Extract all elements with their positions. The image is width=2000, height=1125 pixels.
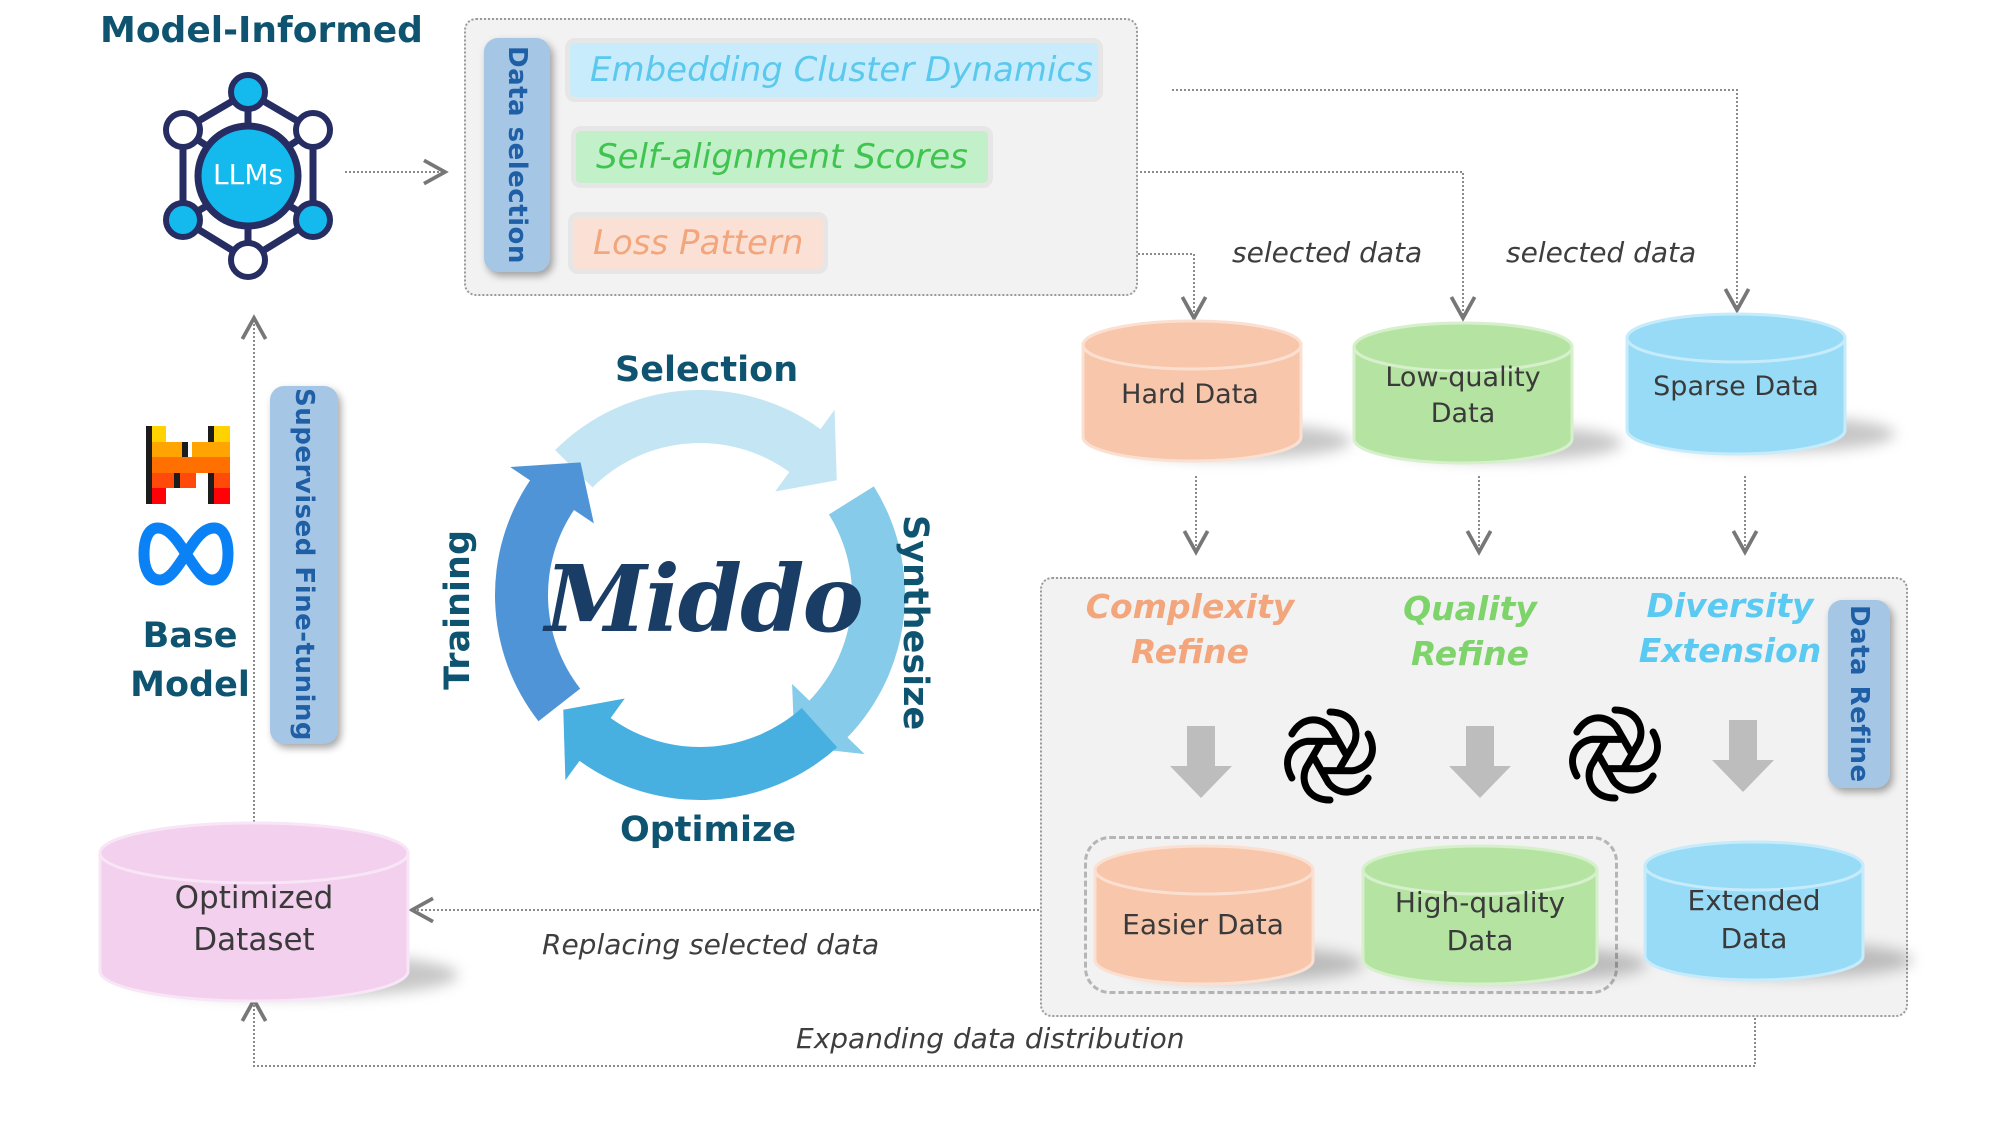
criterion-loss-pattern: Loss Pattern [568, 212, 828, 274]
mistral-logo-icon [146, 426, 230, 504]
cylinder-high-quality-data [1361, 844, 1647, 986]
cycle-stage-optimize: Optimize [620, 810, 797, 850]
selected-data-note-1: selected data [1232, 236, 1423, 269]
easier-data-label: Easier Data [1122, 908, 1284, 942]
high-quality-data-label: High-quality Data [1394, 886, 1566, 957]
data-refine-tab: Data Refine [1828, 600, 1890, 788]
llm-label: LLMs [213, 158, 283, 191]
complexity-refine-title: Complexity Refine [1085, 587, 1295, 671]
extended-data-label: Extended Data [1687, 884, 1821, 955]
cycle-arrow-optimize [563, 698, 838, 800]
cylinder-easier-data [1093, 844, 1363, 986]
llm-network-icon [163, 72, 333, 280]
model-informed-title: Model-Informed [100, 10, 423, 51]
cycle-stage-selection: Selection [615, 350, 799, 390]
optimized-dataset-label: Optimized Dataset [174, 880, 334, 958]
arrow-alignment-to-lowquality [1036, 171, 1477, 322]
arrow-embedding-to-sparse [1172, 89, 1751, 314]
base-model-label: Base Model [130, 616, 250, 705]
openai-logo-icon [1284, 708, 1376, 804]
middo-cycle [495, 390, 905, 800]
down-arrow-complexity [1170, 726, 1232, 798]
selected-data-note-2: selected data [1506, 236, 1697, 269]
openai-logo-icon [1569, 706, 1661, 802]
cylinder-optimized-dataset [98, 821, 458, 1003]
meta-logo-icon [138, 522, 234, 586]
data-refine-label: Data Refine [1844, 605, 1874, 783]
data-selection-label: Data selection [502, 46, 532, 264]
cycle-stage-synthesize: Synthesize [895, 515, 935, 731]
cylinder-low-quality-data [1352, 321, 1622, 465]
refined-group-outline [1084, 836, 1618, 994]
cylinder-hard-data [1081, 319, 1351, 463]
cycle-arrow-training [495, 462, 594, 722]
expanding-note: Expanding data distribution [796, 1022, 1185, 1055]
sft-label: Supervised Fine-tuning [289, 388, 319, 742]
sft-tab: Supervised Fine-tuning [270, 386, 338, 744]
hard-data-label: Hard Data [1121, 378, 1259, 410]
middo-center-logo: Middo [545, 545, 864, 653]
cylinder-extended-data [1643, 840, 1913, 982]
cylinder-sparse-data [1625, 312, 1895, 456]
cycle-arrow-selection [555, 390, 837, 492]
sparse-data-label: Sparse Data [1653, 370, 1819, 402]
replacing-note: Replacing selected data [542, 928, 880, 961]
data-selection-tab: Data selection [484, 38, 550, 272]
diversity-extension-title: Diversity Extension [1638, 586, 1822, 670]
cycle-arrow-synthesize [792, 486, 905, 755]
quality-refine-title: Quality Refine [1403, 589, 1537, 673]
down-arrow-diversity [1712, 720, 1774, 792]
criterion-self-alignment: Self-alignment Scores [571, 126, 993, 188]
criterion-embedding-cluster: Embedding Cluster Dynamics [565, 38, 1103, 102]
low-quality-data-label: Low-quality Data [1385, 361, 1541, 429]
down-arrow-quality [1449, 726, 1511, 798]
